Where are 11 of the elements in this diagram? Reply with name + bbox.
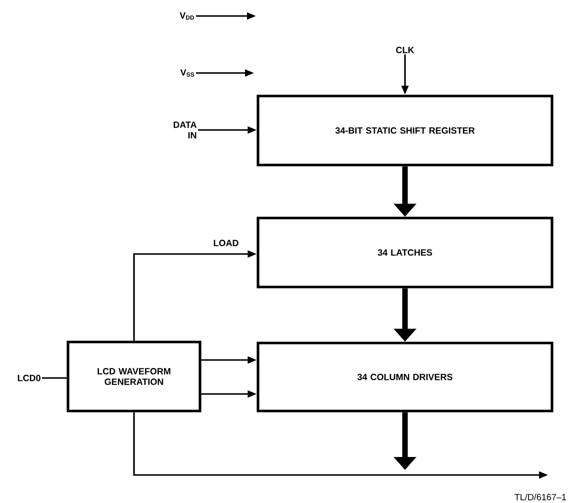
block-box: 34-BIT STATIC SHIFT REGISTER xyxy=(256,94,554,166)
block-box: 34 COLUMN DRIVERS xyxy=(256,342,554,412)
signal-name: CLK xyxy=(396,46,414,54)
edge-label: LOAD xyxy=(212,238,240,248)
block-box: LCD WAVEFORM GENERATION xyxy=(66,340,202,412)
signal-name: DATA IN xyxy=(174,122,197,138)
signal-name: LCD0 xyxy=(18,374,40,382)
block-box: 34 LATCHES xyxy=(256,216,554,288)
signal-name: V$_{SS}$ xyxy=(180,69,194,77)
signal-name: V$_{DD}$ xyxy=(180,12,194,20)
figure-number: TL/D/6167–1 xyxy=(514,494,566,500)
